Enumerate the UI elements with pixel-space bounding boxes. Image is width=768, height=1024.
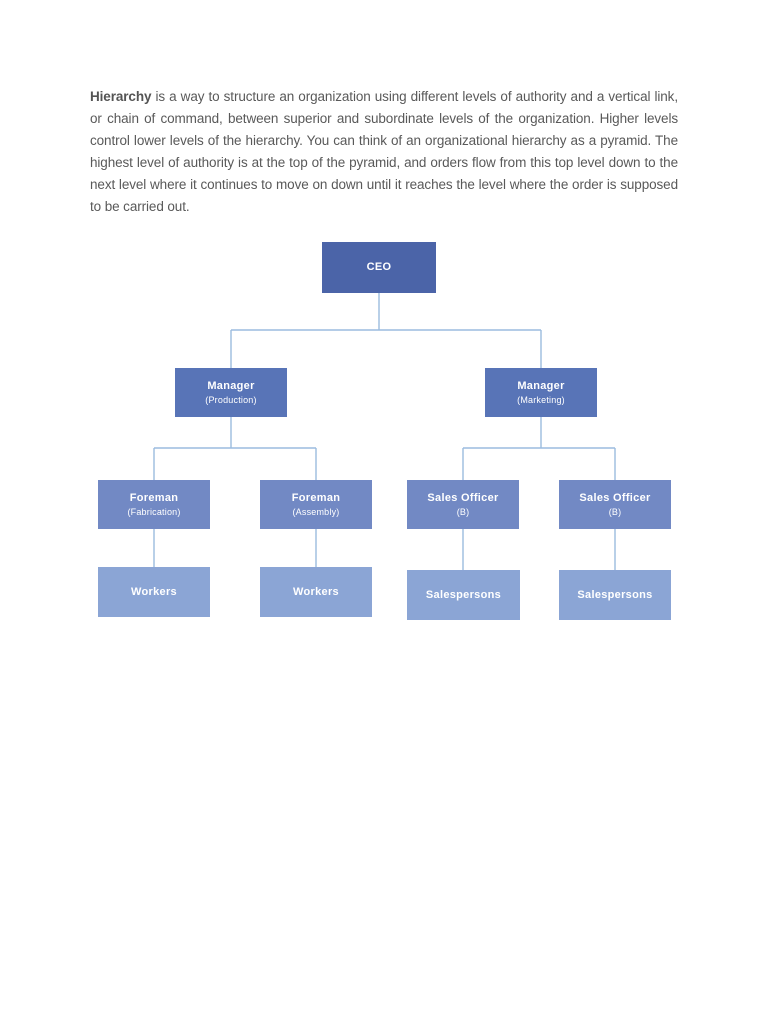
org-node-sublabel-sales-officer-1: (B) (456, 506, 470, 517)
org-node-sublabel-manager-marketing: (Marketing) (517, 394, 565, 405)
intro-body-text: is a way to structure an organization us… (90, 89, 678, 214)
org-node-label-salespersons-2: Salespersons (577, 588, 653, 601)
intro-lead-word: Hierarchy (90, 89, 152, 104)
org-node-label-foreman-assembly: Foreman (291, 491, 341, 504)
org-node-label-ceo: CEO (366, 261, 392, 273)
org-node-sales-officer-1: Sales Officer (B) (407, 480, 519, 529)
org-node-sublabel-manager-production: (Production) (205, 394, 257, 405)
org-node-label-workers-1: Workers (131, 585, 177, 598)
org-node-label-workers-2: Workers (293, 585, 339, 598)
org-node-sublabel-foreman-fabrication: (Fabrication) (127, 506, 181, 517)
org-node-ceo: CEO (322, 242, 436, 293)
org-node-label-sales-officer-1: Sales Officer (427, 491, 499, 504)
org-node-workers-1: Workers (98, 567, 210, 617)
intro-paragraph: Hierarchy is a way to structure an organ… (90, 86, 678, 218)
org-node-manager-production: Manager (Production) (175, 368, 287, 417)
org-node-foreman-fabrication: Foreman (Fabrication) (98, 480, 210, 529)
org-node-sublabel-foreman-assembly: (Assembly) (292, 506, 340, 517)
org-node-workers-2: Workers (260, 567, 372, 617)
org-node-label-sales-officer-2: Sales Officer (579, 491, 651, 504)
org-node-label-manager-marketing: Manager (517, 379, 565, 392)
org-node-label-foreman-fabrication: Foreman (129, 491, 179, 504)
org-node-foreman-assembly: Foreman (Assembly) (260, 480, 372, 529)
org-node-label-manager-production: Manager (207, 379, 255, 392)
org-node-manager-marketing: Manager (Marketing) (485, 368, 597, 417)
org-node-sales-officer-2: Sales Officer (B) (559, 480, 671, 529)
org-node-label-salespersons-1: Salespersons (425, 588, 502, 601)
org-node-sublabel-sales-officer-2: (B) (608, 506, 622, 517)
org-node-salespersons-2: Salespersons (559, 570, 671, 620)
org-node-salespersons-1: Salespersons (407, 570, 520, 620)
